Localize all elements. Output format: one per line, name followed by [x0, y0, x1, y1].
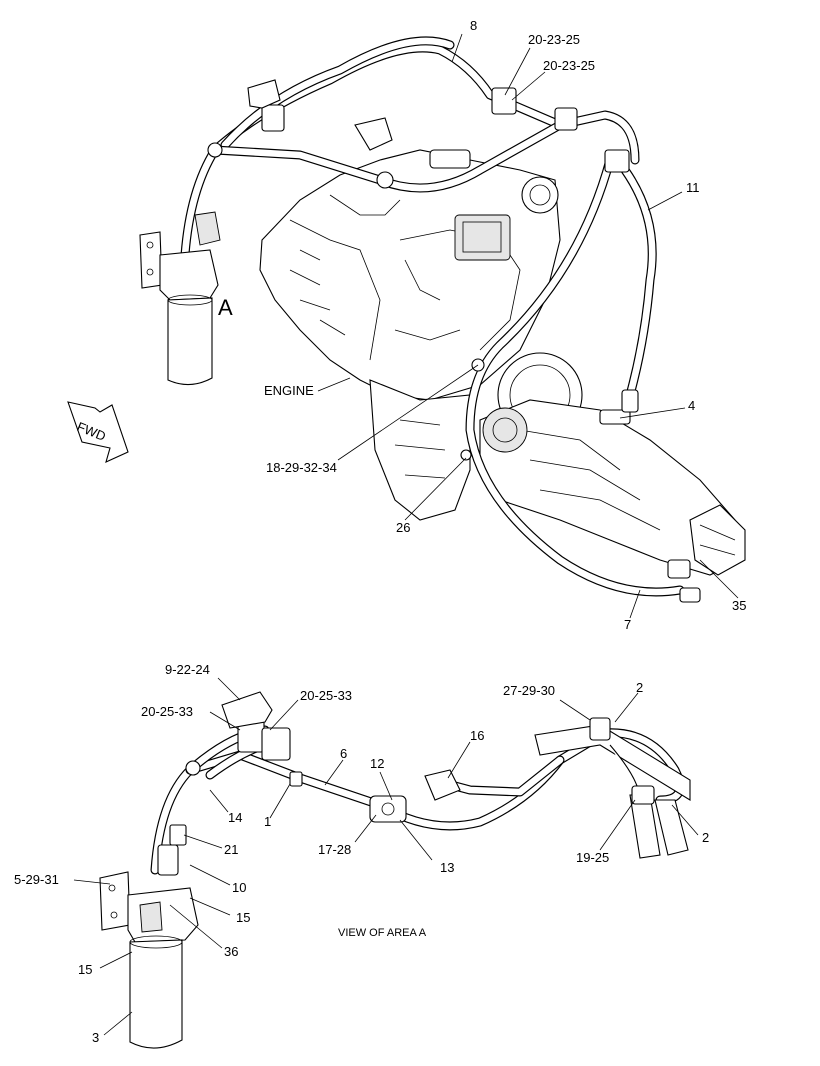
fuel-filter-upper — [139, 211, 221, 386]
engine-label: ENGINE — [264, 383, 314, 398]
callout-15-left: 15 — [78, 962, 92, 977]
callout-12: 12 — [370, 756, 384, 771]
callout-11: 11 — [686, 180, 700, 195]
callout-18-29-32-34: 18-29-32-34 — [266, 460, 337, 475]
callout-20-25-33-left: 20-25-33 — [141, 704, 193, 719]
callout-35: 35 — [732, 598, 746, 613]
callout-20-25-33-right: 20-25-33 — [300, 688, 352, 703]
callout-26: 26 — [396, 520, 410, 535]
callout-2-top: 2 — [636, 680, 643, 695]
area-a-marker: A — [218, 295, 233, 320]
lower-view: 9-22-24 20-25-33 20-25-33 6 16 27-29-30 … — [14, 662, 709, 1049]
callout-8: 8 — [470, 18, 477, 33]
fwd-arrow: FWD — [67, 401, 129, 463]
callout-14: 14 — [228, 810, 242, 825]
callout-7: 7 — [624, 617, 631, 632]
callout-6: 6 — [340, 746, 347, 761]
callout-15-right: 15 — [236, 910, 250, 925]
callout-27-29-30: 27-29-30 — [503, 683, 555, 698]
callout-17-28: 17-28 — [318, 842, 351, 857]
callout-16: 16 — [470, 728, 484, 743]
callout-19-25: 19-25 — [576, 850, 609, 865]
upper-view: FWD A ENGINE 8 20-23-25 20-23-25 11 4 18… — [67, 18, 746, 632]
callout-1: 1 — [264, 814, 271, 829]
clamps — [207, 87, 701, 603]
view-caption: VIEW OF AREA A — [338, 927, 427, 939]
callout-2-right: 2 — [702, 830, 709, 845]
callout-3: 3 — [92, 1030, 99, 1045]
callout-13: 13 — [440, 860, 454, 875]
callout-4: 4 — [688, 398, 695, 413]
callout-10: 10 — [232, 880, 246, 895]
engine-block — [259, 117, 561, 521]
fuel-filter-lower — [99, 871, 199, 1049]
callout-9-22-24: 9-22-24 — [165, 662, 210, 677]
callout-20-23-25-a: 20-23-25 — [528, 32, 580, 47]
callout-20-23-25-b: 20-23-25 — [543, 58, 595, 73]
callout-5-29-31: 5-29-31 — [14, 872, 59, 887]
callout-36: 36 — [224, 944, 238, 959]
lower-clamps — [157, 717, 655, 876]
callout-21: 21 — [224, 842, 238, 857]
transmission — [479, 352, 746, 576]
